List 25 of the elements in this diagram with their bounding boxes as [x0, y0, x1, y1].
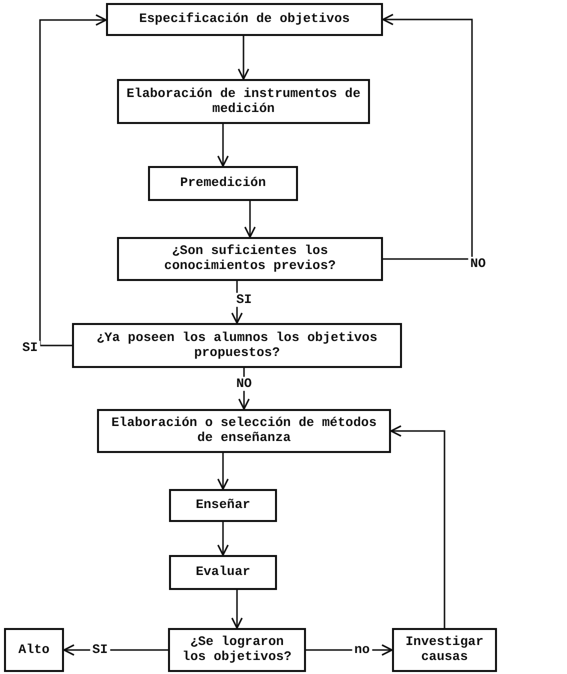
arrow [244, 201, 256, 238]
process-box: Especificación de objetivos [106, 3, 383, 36]
process-box: Evaluar [169, 555, 277, 590]
arrow [39, 14, 107, 346]
process-box: Enseñar [169, 489, 277, 522]
arrow [306, 644, 393, 656]
decision-box: ¿Son suficientes los conocimientos previos? [117, 237, 383, 281]
edge-label: NO [234, 376, 254, 392]
decision-box: ¿Se lograron los objetivos? [168, 628, 306, 672]
edge-label: SI [234, 292, 254, 308]
decision-box: ¿Ya poseen los alumnos los objetivos propuestos? [72, 323, 402, 368]
arrow [217, 124, 229, 167]
arrow [217, 522, 229, 556]
process-box: Elaboración o selección de métodos de enseñanza [97, 409, 391, 453]
process-box: Investigar causas [392, 628, 497, 672]
process-box: Elaboración de instrumentos de medición [117, 79, 370, 124]
arrow [238, 368, 250, 410]
arrow [217, 453, 229, 490]
process-box: Premedición [148, 166, 298, 201]
arrow [382, 14, 473, 260]
arrow [390, 425, 446, 628]
terminal-box: Alto [4, 628, 64, 672]
arrow [238, 36, 250, 80]
arrow [231, 590, 243, 629]
arrow [63, 644, 168, 656]
